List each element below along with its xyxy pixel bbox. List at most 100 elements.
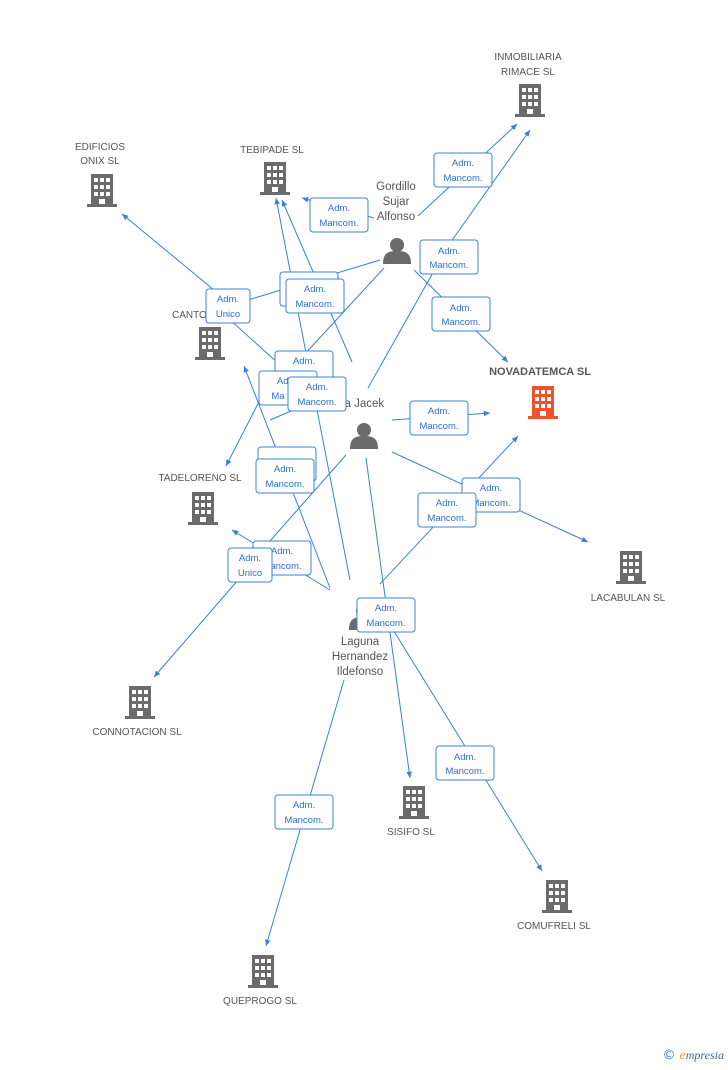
role-line-2: Mancom. <box>429 260 468 271</box>
role-line-2: Ma <box>271 391 285 402</box>
role-line-1: Adm. <box>306 382 328 393</box>
company-label: QUEPROGO SL <box>223 996 297 1007</box>
brand-logo-letter: e <box>679 1048 686 1063</box>
building-icon <box>195 327 225 360</box>
company-label: RIMACE SL <box>501 67 555 78</box>
role-box[interactable]: Adm. Mancom. <box>431 296 491 332</box>
role-box[interactable]: Adm. Mancom. <box>433 152 493 188</box>
role-line-1: Adm. <box>436 498 458 509</box>
building-icon <box>515 84 545 117</box>
brand-name: mpresia <box>685 1048 724 1062</box>
edge-line <box>447 129 531 247</box>
person-label: Ildefonso <box>337 666 384 678</box>
role-line-1: Adm. <box>450 303 472 314</box>
role-line-2: Mancom. <box>319 218 358 229</box>
company-label: EDIFICIOS <box>75 142 125 153</box>
edge-line <box>225 391 265 467</box>
person-node-jacek[interactable]: la Jacek <box>342 398 384 449</box>
role-line-2: Mancom. <box>419 421 458 432</box>
role-line-2: Unico <box>216 309 240 320</box>
role-line-1: Adm. <box>452 158 474 169</box>
company-node-tadeloreno[interactable]: TADELORENO SL <box>158 473 242 525</box>
person-label: Gordillo <box>376 181 416 193</box>
company-label: INMOBILIARIA <box>494 52 562 63</box>
role-box[interactable]: Adm. Mancom. <box>274 794 334 830</box>
role-line-2: Mancom. <box>445 766 484 777</box>
role-box[interactable]: Adm. Mancom. <box>287 376 347 412</box>
role-line-2: Mancom. <box>262 561 301 572</box>
company-node-canto[interactable]: CANTO <box>172 310 225 360</box>
edge-line <box>153 579 239 678</box>
building-icon <box>87 174 117 207</box>
role-box[interactable]: Adm. Mancom. <box>309 197 369 233</box>
building-icon <box>399 786 429 819</box>
company-label: SISIFO SL <box>387 827 435 838</box>
role-line-2: Mancom. <box>441 317 480 328</box>
person-node-laguna[interactable]: Laguna Hernandez Ildefonso <box>332 604 389 678</box>
building-icon <box>248 955 278 988</box>
role-line-1: Adm. <box>304 284 326 295</box>
role-line-2: Mancom. <box>284 815 323 826</box>
edge-line <box>261 454 347 551</box>
role-box[interactable]: Adm. Mancom. <box>417 492 477 528</box>
role-line-2: Mancom. <box>443 173 482 184</box>
building-icon <box>260 162 290 195</box>
role-line-1: Adm. <box>480 483 502 494</box>
company-node-queprogo[interactable]: QUEPROGO SL <box>223 955 297 1007</box>
role-line-1: Adm. <box>293 356 315 367</box>
role-box[interactable]: Adm. Mancom. <box>285 278 345 314</box>
person-icon <box>383 238 411 264</box>
role-line-1: Adm. <box>375 603 397 614</box>
role-line-2: Mancom. <box>295 299 334 310</box>
role-line-1: Adm. <box>239 553 261 564</box>
copyright-icon: © <box>662 1048 676 1063</box>
role-line-1: Adm. <box>217 294 239 305</box>
building-icon <box>188 492 218 525</box>
role-line-1: Adm. <box>274 464 296 475</box>
company-label: NOVADATEMCA SL <box>489 366 591 378</box>
building-icon <box>125 686 155 719</box>
role-line-1: Adm. <box>454 752 476 763</box>
company-node-connotacion[interactable]: CONNOTACION SL <box>92 686 182 738</box>
edge-line <box>121 213 221 296</box>
company-label: TADELORENO SL <box>158 473 242 484</box>
role-box[interactable]: Adm. Mancom. <box>419 239 479 275</box>
person-label: la Jacek <box>342 398 384 410</box>
role-line-2: Unico <box>238 568 262 579</box>
company-node-sisifo[interactable]: SISIFO SL <box>387 786 435 838</box>
company-label: CONNOTACION SL <box>92 727 182 738</box>
person-label: Laguna <box>341 636 380 648</box>
role-line-2: Mancom. <box>366 618 405 629</box>
role-box[interactable]: Adm. Mancom. <box>409 400 469 436</box>
company-node-edificios[interactable]: EDIFICIOS ONIX SL <box>75 142 125 207</box>
role-line-1: Adm. <box>271 546 293 557</box>
company-node-novadatemca[interactable]: NOVADATEMCA SL <box>489 366 591 419</box>
brand-footer: ©empresia <box>663 1048 724 1064</box>
role-box[interactable]: Adm. Mancom. <box>435 745 495 781</box>
role-box[interactable]: Adm. Unico <box>205 288 251 324</box>
company-label: TEBIPADE SL <box>240 145 304 156</box>
company-node-tebipade[interactable]: TEBIPADE SL <box>240 145 304 195</box>
company-label: COMUFRELI SL <box>517 921 591 932</box>
company-node-inmobiliaria[interactable]: INMOBILIARIA RIMACE SL <box>494 52 562 117</box>
role-line-2: Mancom. <box>427 513 466 524</box>
role-line-1: Adm. <box>293 800 315 811</box>
role-line-2: Mancom. <box>265 479 304 490</box>
edges <box>121 123 589 947</box>
role-box[interactable]: Adm. Mancom. <box>356 597 416 633</box>
building-icon <box>542 880 572 913</box>
person-label: Alfonso <box>377 211 415 223</box>
person-label: Hernandez <box>332 651 389 663</box>
role-line-1: Adm. <box>438 246 460 257</box>
company-node-comufreli[interactable]: COMUFRELI SL <box>517 880 591 932</box>
company-label: ONIX SL <box>80 156 120 167</box>
role-line-2: Mancom. <box>471 498 510 509</box>
company-node-lacabulan[interactable]: LACABULAN SL <box>591 551 666 604</box>
person-node-gordillo[interactable]: Gordillo Sujar Alfonso <box>376 181 416 264</box>
role-box[interactable]: Adm. Mancom. <box>255 458 315 494</box>
company-label: LACABULAN SL <box>591 593 666 604</box>
company-label: CANTO <box>172 310 207 321</box>
person-label: Sujar <box>383 196 410 208</box>
role-box[interactable]: Adm. Unico <box>227 547 273 583</box>
